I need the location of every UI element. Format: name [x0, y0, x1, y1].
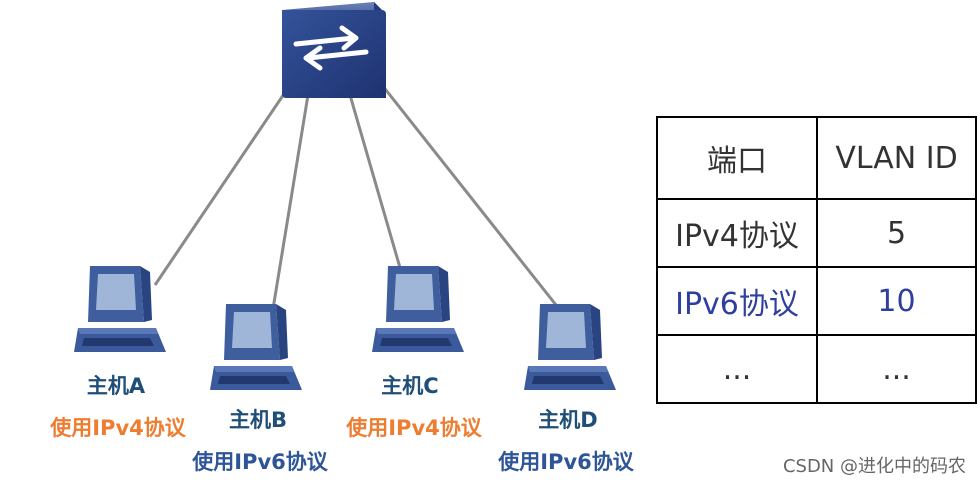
- computer-icon-d: [524, 304, 616, 390]
- cell-port: ...: [656, 334, 818, 404]
- computer-icon-b: [210, 304, 302, 390]
- host-d-name: 主机D: [538, 408, 598, 432]
- link-host-a: [153, 84, 292, 286]
- table-row: IPv4协议 5: [656, 198, 977, 268]
- host-d-protocol: 使用IPv6协议: [498, 450, 634, 474]
- host-a-protocol: 使用IPv4协议: [50, 416, 186, 440]
- header-vlan-id: VLAN ID: [816, 116, 977, 200]
- host-b-name: 主机B: [228, 408, 288, 432]
- switch-icon: [282, 2, 386, 98]
- table-row: IPv6协议 10: [656, 266, 977, 336]
- link-host-b: [270, 94, 310, 316]
- cell-port: IPv4协议: [656, 198, 818, 268]
- cell-vlan: 5: [816, 198, 977, 268]
- vlan-table: 端口 VLAN ID IPv4协议 5 IPv6协议 10 ... ...: [656, 116, 977, 404]
- cell-vlan: ...: [816, 334, 977, 404]
- watermark: CSDN @进化中的码农: [782, 456, 966, 477]
- table-header-row: 端口 VLAN ID: [656, 116, 977, 200]
- computer-icon-a: [74, 266, 166, 352]
- link-host-d: [380, 84, 558, 306]
- computer-icon-c: [372, 266, 464, 352]
- header-port: 端口: [656, 116, 818, 200]
- host-b-protocol: 使用IPv6协议: [192, 450, 328, 474]
- table-row: ... ...: [656, 334, 977, 404]
- cell-port: IPv6协议: [656, 266, 818, 336]
- host-c-protocol: 使用IPv4协议: [346, 416, 482, 440]
- host-a-name: 主机A: [86, 374, 146, 398]
- host-c-name: 主机C: [381, 374, 439, 398]
- link-host-c: [348, 94, 407, 286]
- cell-vlan: 10: [816, 266, 977, 336]
